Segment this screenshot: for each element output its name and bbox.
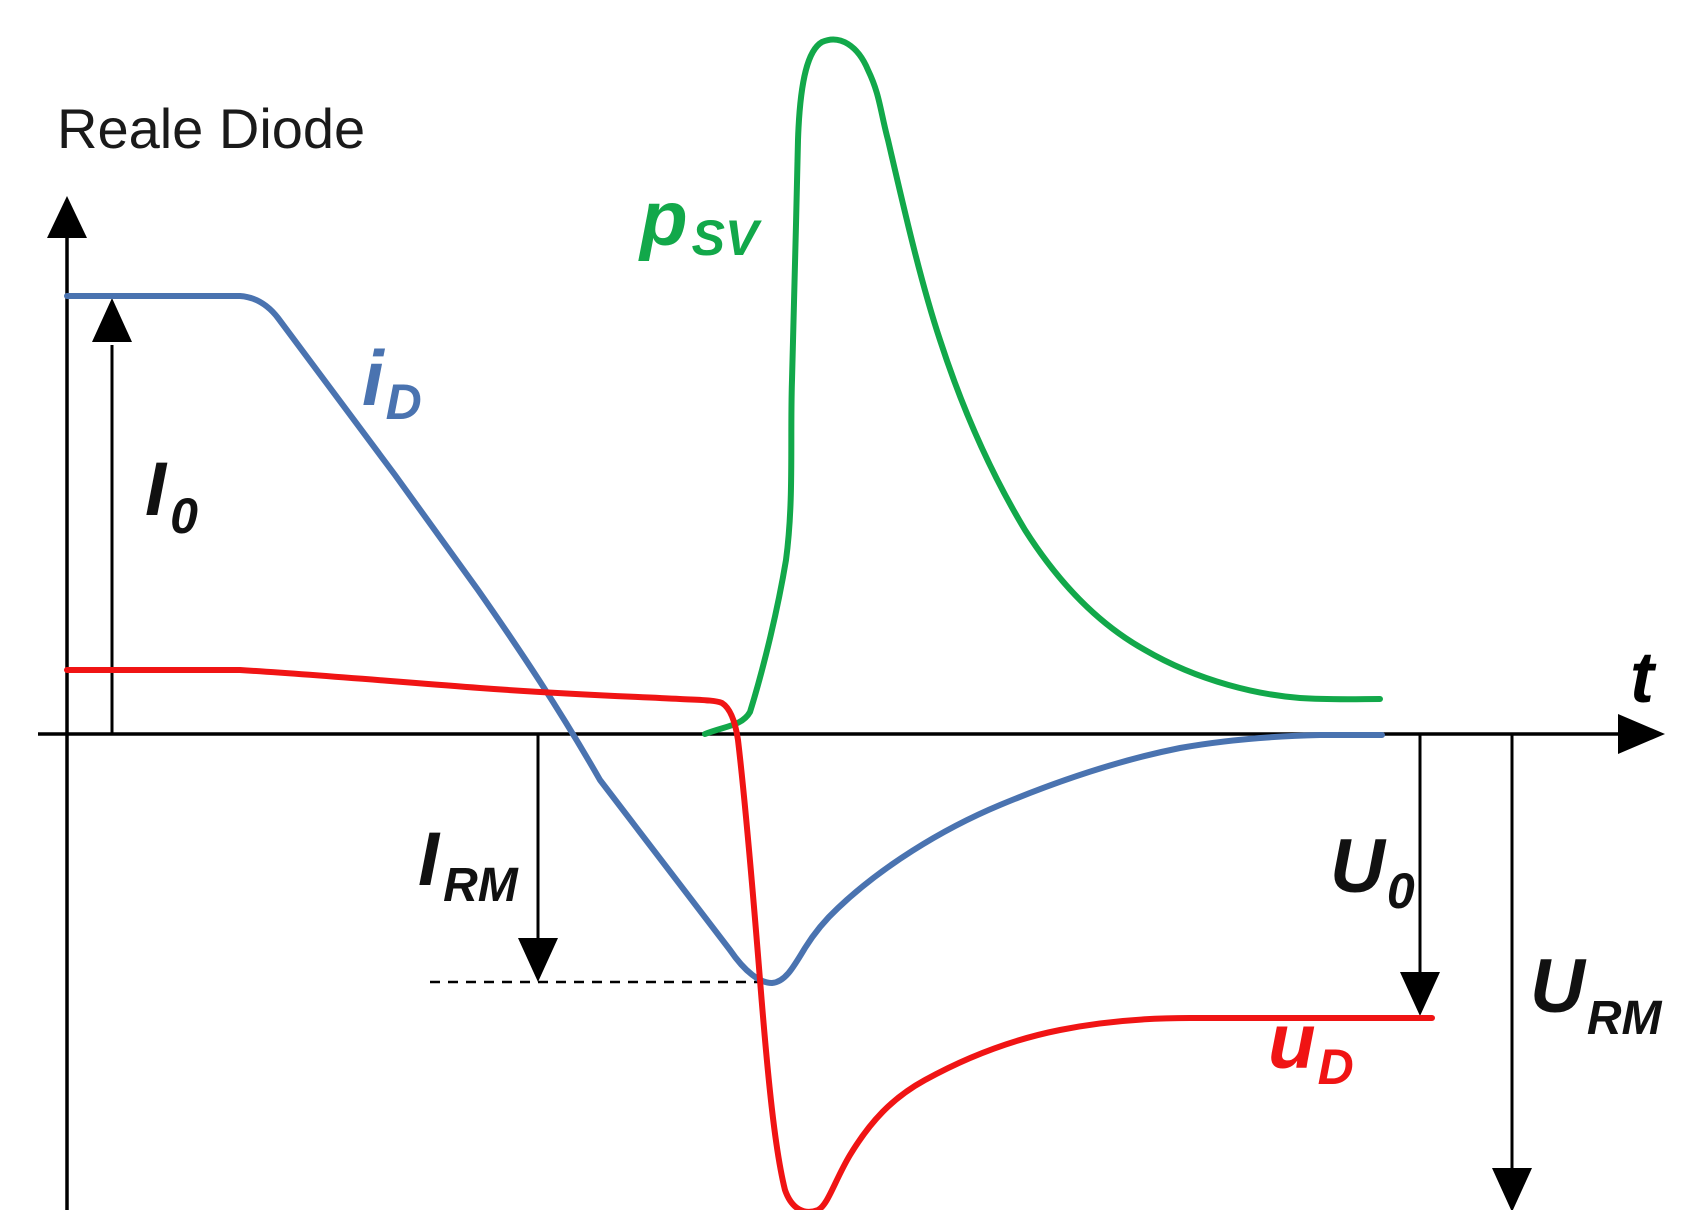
psv-curve (702, 36, 1383, 737)
id-label-main: i (362, 334, 385, 422)
id-label: iD (362, 334, 422, 430)
u0-label-sub: 0 (1387, 863, 1415, 919)
irm-arrow-head (518, 938, 558, 982)
ud-label: uD (1268, 997, 1354, 1095)
u0-label-main: U (1330, 824, 1387, 909)
psv-label-main: p (638, 174, 688, 262)
psv-label: pSV (638, 174, 762, 266)
ud-label-sub: D (1318, 1039, 1354, 1095)
psv-label-sub: SV (692, 210, 762, 266)
i0-label-main: I (145, 447, 168, 532)
u0-arrow-head (1400, 972, 1440, 1016)
id-curve (64, 293, 1385, 986)
irm-label: IRM (418, 817, 519, 912)
ud-curve (64, 667, 1435, 1215)
time-axis-arrow (1618, 714, 1665, 754)
id-label-sub: D (386, 374, 422, 430)
i0-label-sub: 0 (170, 488, 198, 544)
urm-label-main: U (1530, 944, 1587, 1029)
i0-arrow-head (92, 298, 132, 342)
urm-label: URM (1530, 944, 1663, 1045)
vertical-axis-arrow (47, 196, 87, 238)
ud-label-main: u (1268, 997, 1316, 1085)
urm-label-sub: RM (1587, 992, 1663, 1045)
time-axis-label: t (1630, 638, 1657, 718)
irm-label-sub: RM (443, 859, 519, 912)
i0-label: I0 (145, 447, 198, 544)
irm-label-main: I (418, 817, 441, 902)
u0-label: U0 (1330, 824, 1415, 919)
urm-arrow-head (1492, 1168, 1532, 1212)
diagram-title: Reale Diode (57, 97, 365, 160)
